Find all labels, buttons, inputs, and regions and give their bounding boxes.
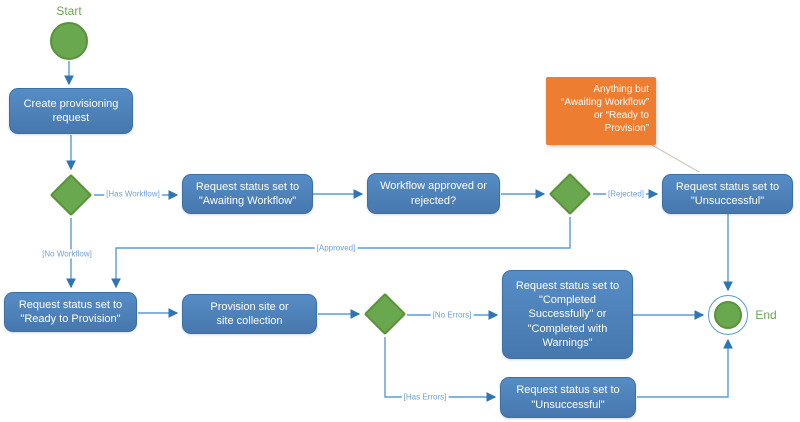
edge-label-has-workflow: [Has Workflow] [104, 189, 162, 199]
edge-label-no-workflow: [No Workflow] [40, 249, 94, 259]
edge-unsuccessful-bottom-to-end [637, 338, 733, 398]
node-awaiting-workflow: Request status set to "Awaiting Workflow… [182, 174, 313, 214]
edge-label-approved: [Approved] [314, 243, 358, 253]
node-unsuccessful-bottom: Request status set to "Unsuccessful" [500, 377, 636, 418]
end-circle [708, 295, 748, 335]
end-circle-core [714, 301, 742, 329]
node-workflow-approved-or-rejected: Workflow approved or rejected? [367, 173, 500, 214]
callout-note: Anything but “Awaiting Workflow” or “Rea… [546, 77, 656, 145]
node-completed: Request status set to "Completed Success… [502, 270, 633, 359]
node-create-provisioning-request: Create provisioning request [9, 88, 133, 134]
start-label: Start [56, 4, 82, 18]
edge-label-rejected: [Rejected] [605, 189, 647, 199]
node-provision-site: Provision site or site collection [182, 294, 317, 334]
end-label: End [755, 308, 777, 322]
callout-leader-line [651, 144, 700, 173]
node-unsuccessful-top: Request status set to "Unsuccessful" [662, 174, 793, 214]
edge-label-has-errors: [Has Errors] [401, 392, 449, 402]
node-ready-to-provision: Request status set to "Ready to Provisio… [4, 292, 137, 332]
edge-has-errors-path [384, 337, 497, 402]
start-circle [50, 22, 88, 60]
edge-label-no-errors: [No Errors] [430, 310, 474, 320]
